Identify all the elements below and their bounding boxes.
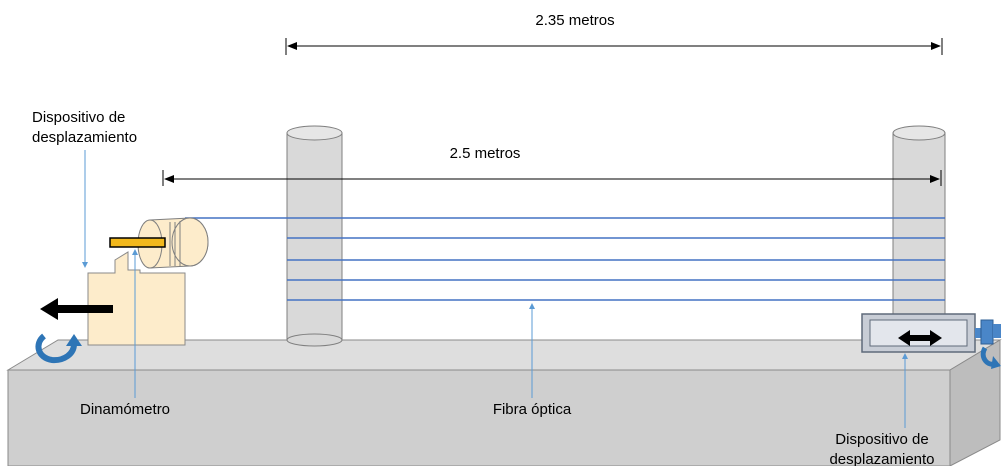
right-device-label-line1: Dispositivo de xyxy=(835,431,928,448)
dynamometer-bar xyxy=(109,237,166,248)
double-arrow-icon xyxy=(898,330,942,346)
base-block xyxy=(6,339,1002,467)
right-pillar xyxy=(892,125,946,341)
dynamometer-label: Dinamómetro xyxy=(80,401,170,418)
fiber-span-label: 2.5 metros xyxy=(450,145,521,162)
base-front-face xyxy=(7,369,951,467)
dimension-fiber: 2.5 metros xyxy=(162,145,942,186)
right-device-label-line2: desplazamiento xyxy=(829,451,934,466)
left-pillar xyxy=(286,125,343,347)
top-span-label: 2.35 metros xyxy=(535,12,614,29)
rotation-arrow-icon xyxy=(980,346,1001,369)
left-device-label-line1: Dispositivo de xyxy=(32,109,125,126)
left-displacement-device xyxy=(35,217,209,364)
right-displacement-device xyxy=(861,313,1001,369)
left-device-label-line2: desplazamiento xyxy=(32,129,137,146)
spool xyxy=(137,217,209,269)
dimension-top: 2.35 metros xyxy=(285,12,943,55)
fiber-label: Fibra óptica xyxy=(493,401,572,418)
left-motion-arrow xyxy=(40,298,113,320)
optical-fibers xyxy=(185,217,945,301)
rotation-arrow-icon xyxy=(35,333,82,364)
